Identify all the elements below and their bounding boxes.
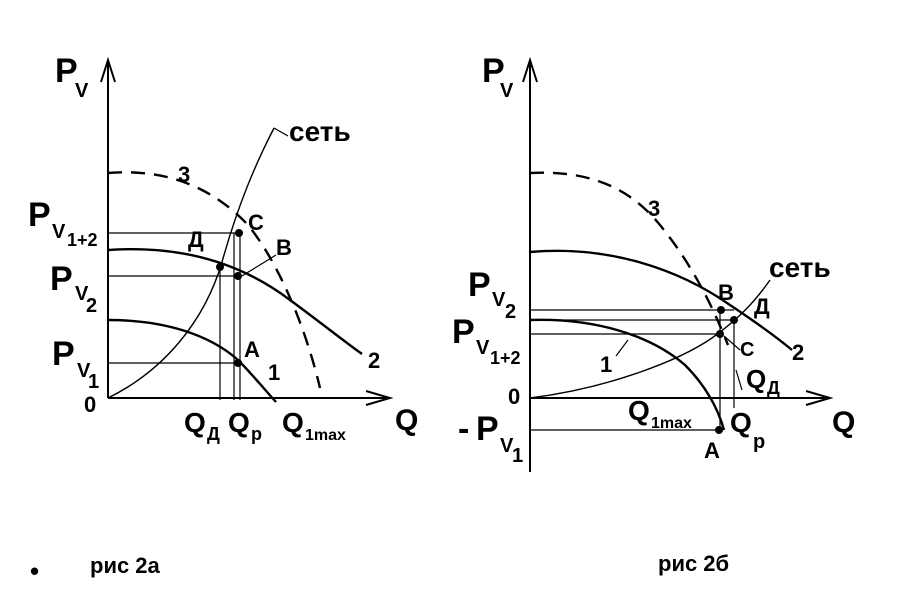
- pv2-v-a: V: [75, 283, 89, 305]
- c-leader-b: [723, 335, 741, 351]
- curve-2-label-a: 2: [368, 348, 380, 373]
- y-axis-label-a: P: [55, 52, 78, 90]
- qd-sub-a: Д: [207, 424, 220, 444]
- origin-label-a: 0: [84, 392, 96, 417]
- pv1-sub-a: 1: [88, 371, 99, 393]
- y-axis-arrow-a: [100, 56, 116, 83]
- point-a-label-b: А: [704, 438, 720, 463]
- origin-label-b: 0: [508, 384, 520, 409]
- point-c-label-a: С: [248, 210, 264, 235]
- x-axis-label-b: Q: [832, 406, 855, 439]
- y-axis-label-b: P: [482, 52, 505, 90]
- q1max-sub-b: 1max: [651, 415, 692, 432]
- qp-sub-b: р: [753, 431, 765, 453]
- curve-set-b: [529, 279, 771, 399]
- y-axis-arrow-b: [522, 56, 538, 83]
- point-d-label-b: Д: [754, 294, 770, 319]
- qd-label-a: Q: [184, 407, 206, 438]
- set-label-a: сеть: [289, 116, 351, 147]
- caption-b: рис 2б: [658, 551, 729, 576]
- qp-sub-a: р: [251, 424, 262, 444]
- pv2-label-a: P: [50, 260, 73, 298]
- x-axis-arrow-b: [805, 390, 834, 406]
- pv1-sub-b: 1: [512, 445, 523, 467]
- q1max-label-a: Q: [282, 407, 304, 438]
- point-c-b: [716, 330, 724, 338]
- set-label-b: сеть: [769, 252, 831, 283]
- set-leader-a: [273, 127, 289, 137]
- pv12-label-a: P: [28, 196, 51, 234]
- q1max-label-b: Q: [628, 395, 650, 426]
- pv2-sub-a: 2: [86, 295, 97, 317]
- pv1-label-a: P: [52, 335, 75, 373]
- point-d-a: [216, 263, 224, 271]
- point-a-a: [234, 359, 242, 367]
- point-d-b: [730, 316, 738, 324]
- qd-leader-b: [735, 369, 743, 391]
- qp-label-b: Q: [730, 407, 752, 438]
- point-b-label-b: В: [718, 280, 734, 305]
- y-axis-sub-a: V: [75, 80, 89, 102]
- y-axis-sub-b: V: [500, 80, 514, 102]
- figure-2b: P V сеть 3 В Д С 2 1 P V 2 P V 1+2 0 - P…: [452, 52, 855, 576]
- figure-2a: P V сеть 3 С Д В А 1 2 P V 1+2 P V 2 P V…: [28, 52, 418, 586]
- curve-3-label-a: 3: [178, 162, 190, 187]
- pv12-sub-b: 1+2: [490, 348, 521, 368]
- qd-sub-b: Д: [767, 378, 780, 398]
- pv12-v-b: V: [476, 337, 490, 359]
- pv12-v-a: V: [52, 221, 66, 243]
- q1max-sub-a: 1max: [305, 427, 346, 444]
- pv1-label-b: P: [476, 410, 499, 448]
- curve-set-a: [107, 127, 275, 399]
- qd-label-b: Q: [746, 364, 766, 394]
- pv12-sub-a: 1+2: [67, 230, 98, 250]
- pv2-sub-b: 2: [505, 301, 516, 323]
- point-b-b: [717, 306, 725, 314]
- curve-3-label-b: 3: [648, 196, 660, 221]
- curve-2-b: [529, 249, 793, 351]
- x-axis-label-a: Q: [395, 404, 418, 437]
- point-b-a: [234, 272, 242, 280]
- x-axis-arrow-a: [365, 390, 394, 406]
- curve-1-leader-b: [615, 339, 629, 357]
- pv12-label-b: P: [452, 313, 475, 351]
- curve-1-label-b: 1: [600, 352, 612, 377]
- caption-a: рис 2а: [90, 553, 161, 578]
- curve-3-b: [529, 171, 730, 346]
- pv2-v-b: V: [492, 289, 506, 311]
- point-b-label-a: В: [276, 235, 292, 260]
- point-a-label-a: А: [244, 337, 260, 362]
- point-c-label-b: С: [740, 339, 754, 361]
- minus-pv1-sign-b: -: [458, 410, 469, 448]
- pv1-v-b: V: [500, 435, 514, 457]
- b-leader-a: [241, 254, 277, 277]
- point-c-a: [235, 229, 243, 237]
- point-d-label-a: Д: [188, 227, 204, 252]
- qp-label-a: Q: [228, 407, 250, 438]
- curve-2-label-b: 2: [792, 340, 804, 365]
- bullet: •: [30, 556, 39, 586]
- curve-3-a: [107, 171, 322, 389]
- curve-1-a: [107, 318, 277, 403]
- point-a-b: [715, 426, 723, 434]
- pv2-label-b: P: [468, 266, 491, 304]
- curve-2-a: [107, 247, 363, 355]
- curve-1-label-a: 1: [268, 360, 280, 385]
- pv1-v-a: V: [77, 360, 91, 382]
- curve-1-b: [529, 318, 726, 431]
